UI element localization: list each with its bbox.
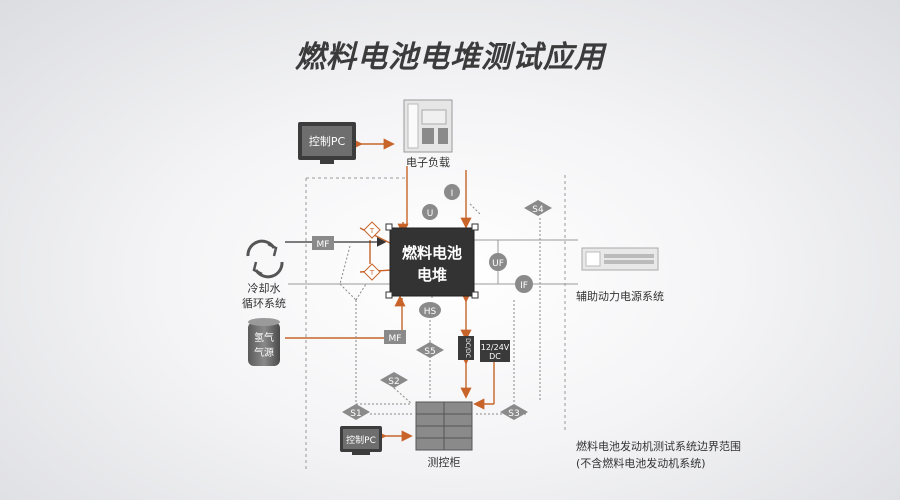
uf-label: UF — [492, 259, 504, 269]
flow-lines — [285, 138, 495, 442]
cooling-label-line1: 冷却水 — [248, 282, 281, 295]
stack-label-line2: 电堆 — [417, 266, 447, 284]
hydrogen-source: 氢气 气源 — [248, 318, 280, 366]
s2-label: S2 — [388, 377, 399, 387]
s4-label: S4 — [532, 205, 544, 215]
voltage-u-label: U — [427, 209, 434, 219]
mass-flow-top: MF — [312, 236, 334, 250]
switch-s5: S5 — [416, 342, 444, 358]
switch-s2: S2 — [380, 372, 408, 388]
dc-dc-label: DC/DC — [464, 338, 471, 358]
control-pc-top-label: 控制PC — [309, 134, 346, 148]
mf-bottom-label: MF — [389, 334, 402, 344]
boundary-lines — [305, 175, 566, 470]
dc-12-24-line1: 12/24V — [481, 343, 510, 352]
stack-label-line1: 燃料电池 — [402, 244, 462, 262]
dc-dc-converter: DC/DC — [458, 336, 474, 360]
hs-sensor: HS — [419, 302, 441, 318]
cooling-label-line2: 循环系统 — [242, 297, 286, 310]
uf-sensor: UF — [489, 253, 507, 271]
aux-power-device: 辅助动力电源系统 — [576, 247, 664, 303]
mf-top-label: MF — [317, 240, 330, 250]
control-pc-bottom: 控制PC — [340, 426, 382, 455]
temperature-sensor-bottom: T — [363, 263, 381, 281]
boundary-note-line1: 燃料电池发动机测试系统边界范围 — [576, 439, 741, 453]
switch-s3: S3 — [500, 404, 528, 420]
switch-s4: S4 — [524, 200, 552, 216]
control-pc-bottom-label: 控制PC — [346, 434, 376, 446]
voltage-sensor: U — [422, 204, 438, 220]
t-bottom-label: T — [369, 269, 375, 277]
current-sensor: I — [444, 184, 460, 200]
if-label: IF — [520, 281, 528, 291]
hs-label: HS — [424, 307, 437, 317]
hydrogen-label-line1: 氢气 — [254, 331, 274, 344]
electronic-load-label: 电子负载 — [406, 155, 450, 169]
page-title: 燃料电池电堆测试应用 — [295, 40, 605, 75]
electronic-load: 电子负载 — [403, 99, 453, 169]
aux-power-label: 辅助动力电源系统 — [576, 289, 664, 303]
recycle-icon — [246, 239, 284, 279]
switch-s1: S1 — [342, 404, 370, 420]
current-i-label: I — [451, 189, 454, 199]
control-cabinet: 测控柜 — [415, 401, 473, 469]
fuel-cell-stack: 燃料电池 电堆 — [385, 223, 479, 299]
t-top-label: T — [369, 227, 375, 235]
s5-label: S5 — [424, 347, 435, 357]
boundary-note-line2: (不含燃料电池发动机系统) — [576, 456, 706, 470]
if-sensor: IF — [515, 275, 533, 293]
s1-label: S1 — [350, 409, 361, 419]
control-cabinet-label: 测控柜 — [428, 455, 461, 469]
s3-label: S3 — [508, 409, 519, 419]
dc-12-24-converter: 12/24V DC — [480, 340, 510, 362]
hydrogen-label-line2: 气源 — [254, 346, 274, 359]
mass-flow-bottom: MF — [384, 330, 406, 344]
temperature-sensor-top: T — [363, 221, 381, 239]
dc-12-24-line2: DC — [489, 352, 501, 361]
control-pc-top: 控制PC — [298, 122, 356, 164]
